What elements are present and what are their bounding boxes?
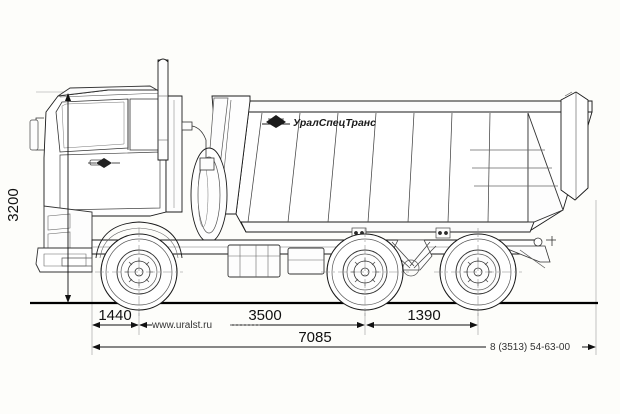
phone-watermark: 8 (3513) 54-63-00 — [490, 342, 570, 353]
exhaust-stack — [157, 58, 169, 161]
hoist-cylinder — [181, 121, 215, 171]
brand-logo-text: УралСпецТранс — [293, 117, 376, 129]
brand-logo: УралСпецТранс — [262, 115, 376, 129]
dump-body — [235, 100, 593, 233]
diamond-arrow-emblem — [262, 115, 290, 128]
dimension-1440-label: 1440 — [98, 307, 131, 324]
dimension-3500-label: 3500 — [248, 307, 281, 324]
dimension-overall: 7085 8 (3513) 54-63-00 — [92, 329, 596, 353]
dimension-7085-label: 7085 — [298, 329, 331, 346]
cab-rear-panel — [165, 95, 183, 213]
wheel-middle — [321, 228, 409, 316]
truck-cab — [29, 85, 167, 273]
dimension-height: 3200 — [5, 93, 72, 303]
dimension-height-label: 3200 — [5, 188, 22, 221]
tailgate-post — [560, 91, 589, 201]
rear-underrun-bar — [499, 236, 556, 269]
dimension-1390-label: 1390 — [407, 307, 440, 324]
website-watermark: www.uralst.ru — [151, 320, 212, 331]
dimension-chain-row: 1440 3500 1390 www.uralst.ru — [92, 307, 478, 331]
cab-diamond-emblem — [88, 158, 120, 168]
wheel-rear — [434, 228, 522, 316]
front-fender — [95, 221, 183, 259]
wheel-front — [95, 228, 183, 316]
